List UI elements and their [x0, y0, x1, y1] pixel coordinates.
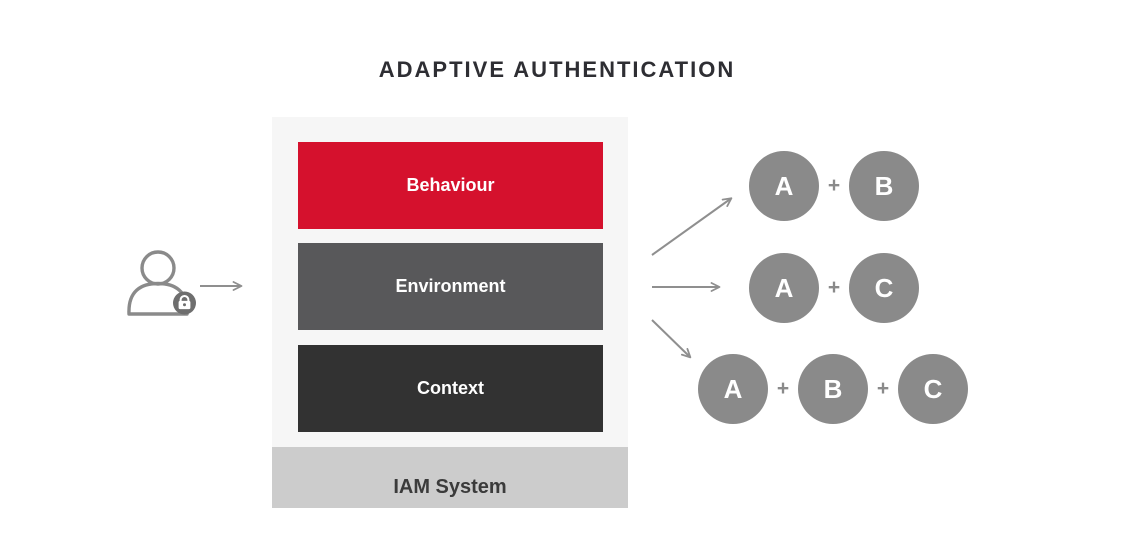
- combo-row-abc: A + B + C: [698, 354, 968, 424]
- arrow-down-right-icon: [651, 319, 692, 359]
- plus-sign: +: [876, 377, 890, 400]
- arrow-up-right-icon: [651, 197, 733, 256]
- factor-circle-b: B: [849, 151, 919, 221]
- plus-sign: +: [827, 174, 841, 197]
- factor-circle-a: A: [749, 151, 819, 221]
- iam-system-panel: Behaviour Environment Context IAM System: [272, 117, 628, 508]
- user-lock-icon: [127, 250, 196, 316]
- plus-sign: +: [776, 377, 790, 400]
- layer-environment: Environment: [298, 243, 603, 330]
- factor-circle-b: B: [798, 354, 868, 424]
- combo-row-ab: A + B: [749, 151, 919, 221]
- factor-circle-c: C: [898, 354, 968, 424]
- layer-behaviour: Behaviour: [298, 142, 603, 229]
- plus-sign: +: [827, 276, 841, 299]
- layer-context: Context: [298, 345, 603, 432]
- page-title: ADAPTIVE AUTHENTICATION: [378, 57, 736, 82]
- combo-row-ac: A + C: [749, 253, 919, 323]
- factor-circle-c: C: [849, 253, 919, 323]
- iam-system-band: IAM System: [272, 447, 628, 508]
- iam-system-label: IAM System: [393, 476, 507, 498]
- lock-badge: [173, 291, 196, 315]
- factor-circle-a: A: [749, 253, 819, 323]
- factor-circle-a: A: [698, 354, 768, 424]
